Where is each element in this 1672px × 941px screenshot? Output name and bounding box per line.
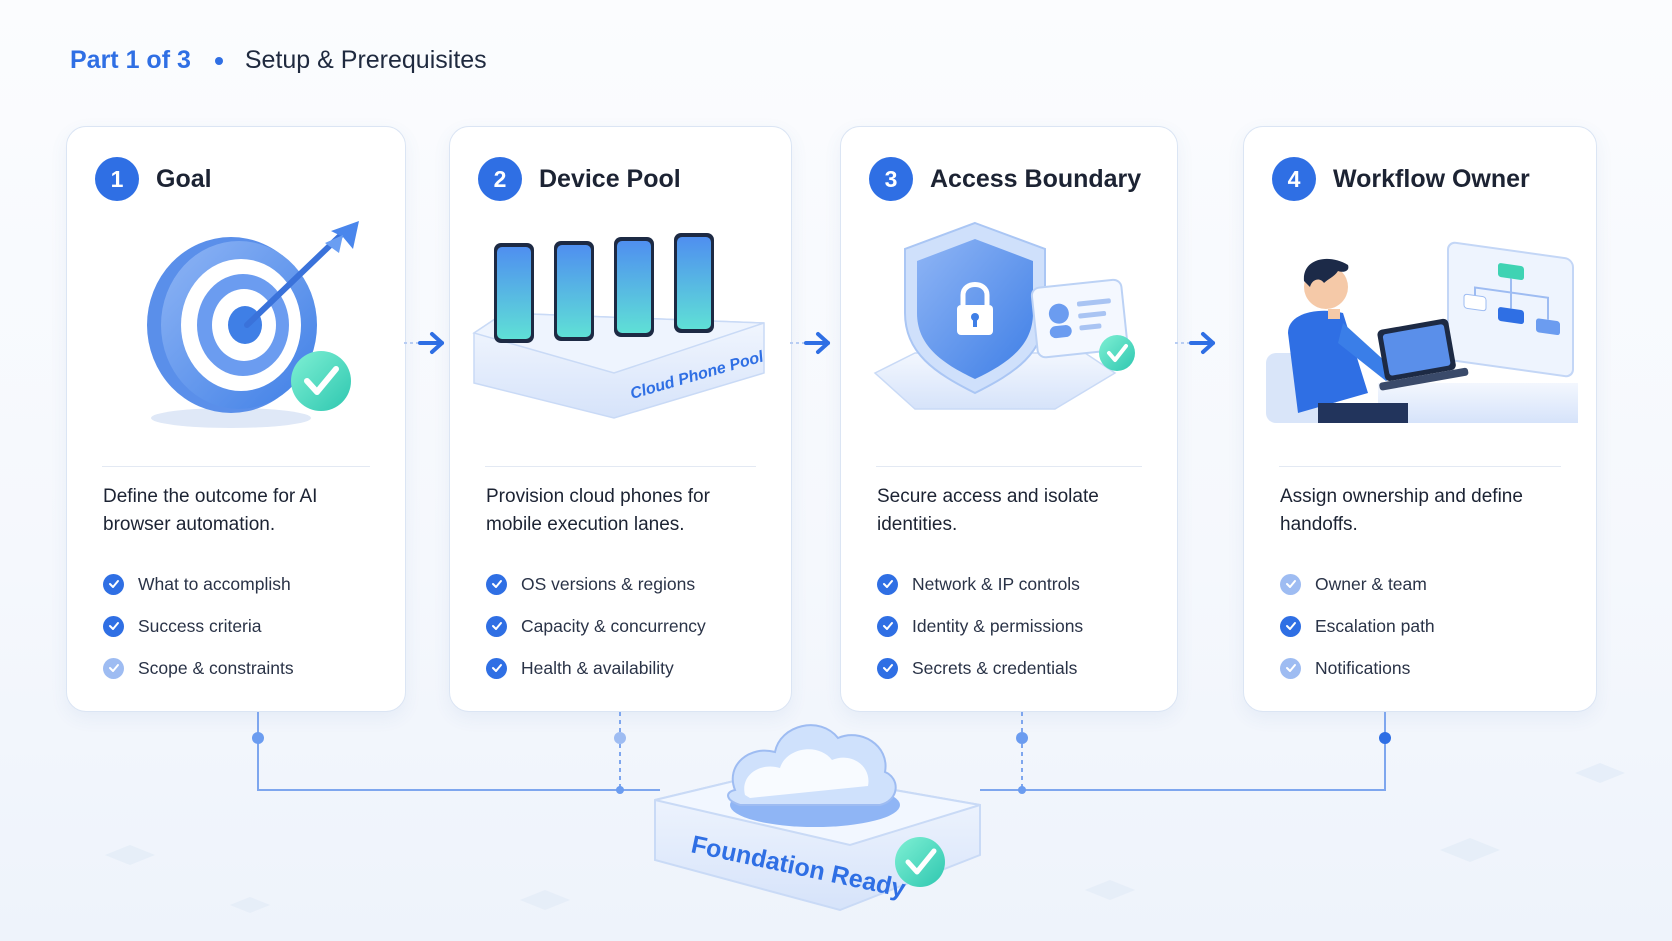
list-item: Scope & constraints <box>103 647 294 689</box>
page-title: Setup & Prerequisites <box>244 46 487 74</box>
check-icon <box>1280 657 1301 679</box>
step-card-workflow-owner: 4 Workflow Owner Assign ownership and de… <box>1243 126 1597 712</box>
person-laptop-icon <box>1266 241 1578 423</box>
check-icon <box>1280 615 1301 637</box>
check-icon <box>1280 573 1301 595</box>
divider <box>485 466 756 467</box>
divider <box>1279 466 1561 467</box>
step-card-access-boundary: 3 Access Boundary Secure access and isol… <box>840 126 1178 712</box>
list-item: Success criteria <box>103 605 294 647</box>
check-icon <box>103 657 124 679</box>
list-item: Owner & team <box>1280 563 1435 605</box>
list-item: Capacity & concurrency <box>486 605 706 647</box>
cloud-icon <box>727 724 900 827</box>
arrow-right-icon <box>790 332 830 354</box>
divider <box>102 466 370 467</box>
step-number: 2 <box>478 157 522 201</box>
divider <box>876 466 1142 467</box>
list-item: Network & IP controls <box>877 563 1083 605</box>
step-number: 1 <box>95 157 139 201</box>
shield-lock-icon <box>873 221 1135 410</box>
arrow-right-icon <box>404 332 444 354</box>
checklist: OS versions & regions Capacity & concurr… <box>486 563 706 689</box>
step-title: Device Pool <box>539 164 681 193</box>
list-item: What to accomplish <box>103 563 294 605</box>
step-title: Workflow Owner <box>1333 164 1530 193</box>
check-icon <box>877 657 898 679</box>
list-item: Health & availability <box>486 647 706 689</box>
step-title: Access Boundary <box>930 164 1142 193</box>
step-title: Goal <box>156 164 212 193</box>
list-item: Secrets & credentials <box>877 647 1083 689</box>
step-card-goal: 1 Goal Define the outcome for AI browser… <box>66 126 406 712</box>
checklist: Network & IP controls Identity & permiss… <box>877 563 1083 689</box>
check-icon <box>486 657 507 679</box>
separator-dot <box>214 56 223 65</box>
step-description: Provision cloud phones for mobile execut… <box>486 486 710 535</box>
step-number: 4 <box>1272 157 1316 201</box>
step-number: 3 <box>869 157 913 201</box>
checklist: What to accomplish Success criteria Scop… <box>103 563 294 689</box>
check-icon <box>486 573 507 595</box>
step-description: Define the outcome for AI browser automa… <box>103 486 318 535</box>
header: Part 1 of 3 Setup & Prerequisites <box>70 46 487 75</box>
list-item: Notifications <box>1280 647 1435 689</box>
step-description: Assign ownership and define handoffs. <box>1280 486 1523 535</box>
phones-icon: Cloud Phone Pool <box>472 233 766 419</box>
part-indicator: Part 1 of 3 <box>70 46 191 74</box>
checklist: Owner & team Escalation path Notificatio… <box>1280 563 1435 689</box>
list-item: OS versions & regions <box>486 563 706 605</box>
check-icon <box>877 615 898 637</box>
check-icon <box>486 615 507 637</box>
foundation-connector: Foundation Ready <box>105 712 1625 913</box>
step-description: Secure access and isolate identities. <box>877 486 1099 535</box>
check-icon <box>103 573 124 595</box>
check-icon <box>877 573 898 595</box>
arrow-right-icon <box>1175 332 1215 354</box>
step-card-device-pool: 2 Device Pool Cloud Phone Pool Provision… <box>449 126 792 712</box>
list-item: Identity & permissions <box>877 605 1083 647</box>
check-icon <box>103 615 124 637</box>
list-item: Escalation path <box>1280 605 1435 647</box>
target-icon <box>147 221 359 428</box>
